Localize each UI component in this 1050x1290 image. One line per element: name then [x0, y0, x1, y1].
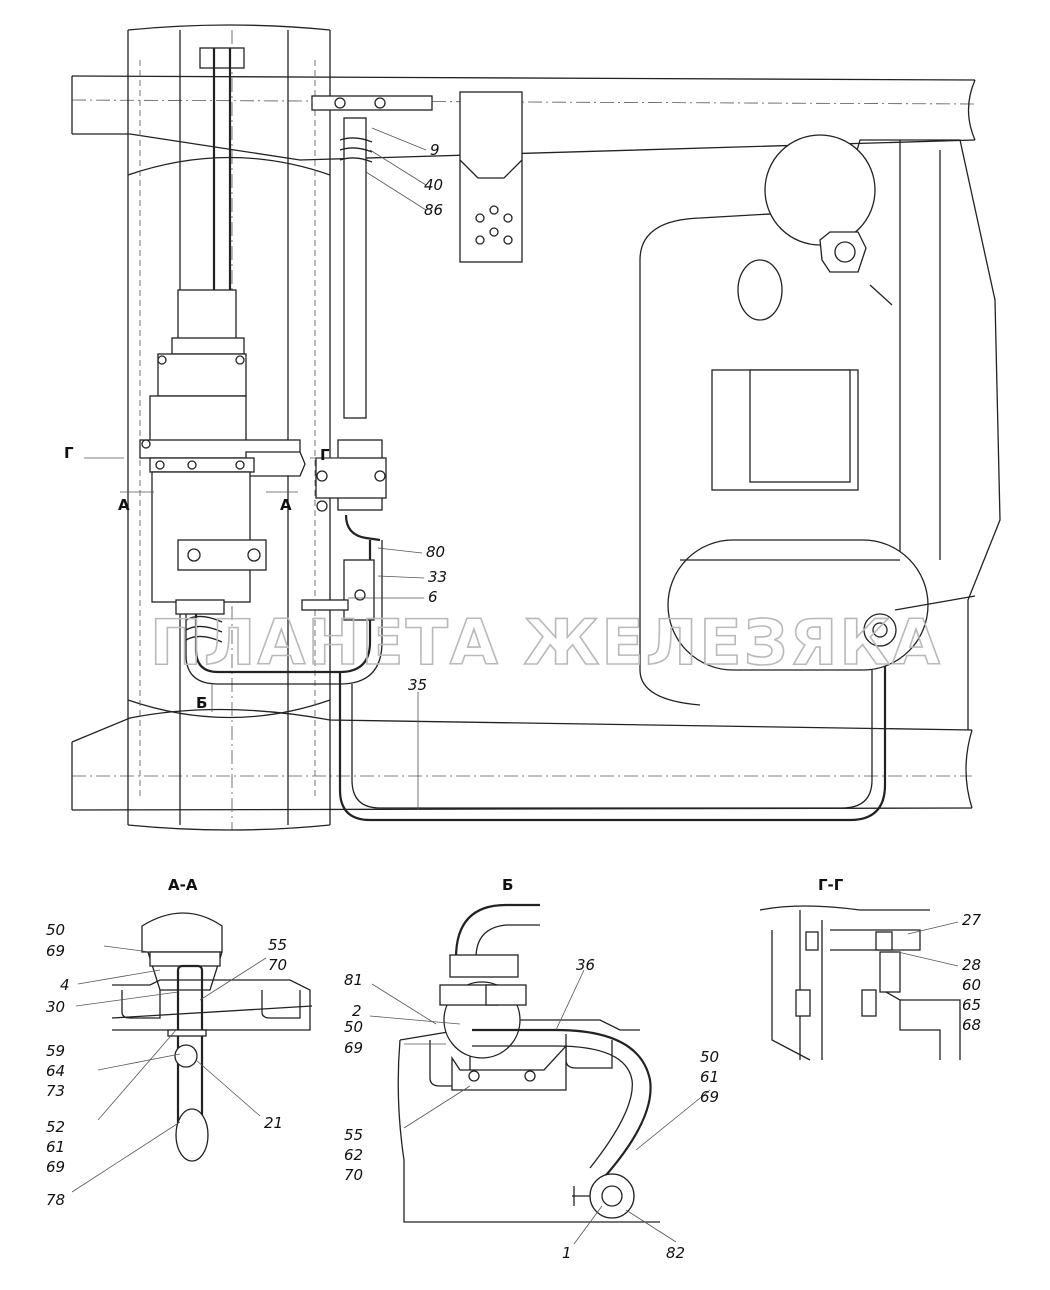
aa-callout-50: 50 [46, 921, 65, 939]
section-mark-a-left: А [118, 496, 130, 514]
view-gg-callouts: 27 28 60 65 68 [962, 911, 982, 1034]
view-aa-callouts: 50 69 4 30 55 70 59 64 73 52 61 69 78 21 [46, 921, 287, 1209]
gg-callout-68: 68 [962, 1016, 981, 1034]
b-callout-36: 36 [576, 956, 595, 974]
b-callout-69: 69 [344, 1039, 363, 1057]
section-mark-a-right: А [280, 496, 292, 514]
b-callout-82: 82 [666, 1244, 685, 1262]
view-gg: Г-Г 27 28 60 65 68 [759, 876, 982, 1061]
engine-outline [639, 134, 1001, 730]
callout-35: 35 [408, 676, 427, 694]
aa-callout-21: 21 [264, 1114, 283, 1132]
longitudinal-member [127, 24, 331, 831]
view-b-callouts: 81 36 50 69 2 55 62 70 50 61 69 1 82 [344, 956, 719, 1262]
b-callout-55: 55 [344, 1126, 363, 1144]
main-view: Г Г А А Б 9 40 86 80 33 6 35 [64, 24, 1001, 831]
watermark: ПЛАНЕТА ЖЕЛЕЗЯКА [150, 606, 942, 679]
view-b-leaders [369, 969, 711, 1245]
callout-40: 40 [424, 176, 443, 194]
frame-rail-bottom [71, 708, 973, 811]
view-gg-leaders [897, 921, 959, 967]
aa-callout-30: 30 [46, 998, 65, 1016]
pipes [185, 95, 895, 822]
section-mark-g-left: Г [64, 444, 74, 462]
bracket-plate [459, 91, 523, 263]
section-mark-b: Б [196, 694, 207, 712]
b-callout-1: 1 [562, 1244, 572, 1262]
aa-callout-61: 61 [46, 1138, 65, 1156]
pump-unit [139, 47, 306, 615]
gg-callout-65: 65 [962, 996, 981, 1014]
aa-callout-78: 78 [46, 1191, 65, 1209]
b-callout-70: 70 [344, 1166, 363, 1184]
aa-callout-55: 55 [268, 936, 287, 954]
aa-callout-73: 73 [46, 1082, 65, 1100]
aa-callout-64: 64 [46, 1062, 65, 1080]
b-callout-69b: 69 [700, 1088, 719, 1106]
aa-callout-4: 4 [60, 976, 70, 994]
aa-callout-70: 70 [268, 956, 287, 974]
view-aa-leaders [71, 945, 267, 1193]
b-callout-81: 81 [344, 971, 363, 989]
b-callout-62: 62 [344, 1146, 363, 1164]
b-callout-2: 2 [352, 1002, 362, 1020]
section-lines [84, 457, 340, 712]
view-aa: А-А 50 69 4 30 55 70 59 64 [46, 876, 313, 1209]
callout-86: 86 [424, 201, 443, 219]
aa-callout-69b: 69 [46, 1158, 65, 1176]
main-callouts: 9 40 86 80 33 6 35 [408, 141, 447, 694]
callout-33: 33 [428, 568, 447, 586]
gg-callout-60: 60 [962, 976, 981, 994]
main-leaders [348, 127, 427, 810]
aa-callout-69: 69 [46, 942, 65, 960]
valve-block [301, 439, 387, 621]
view-b-title: Б [502, 876, 513, 894]
view-aa-title: А-А [168, 876, 198, 894]
view-gg-title: Г-Г [818, 876, 844, 894]
callout-80: 80 [426, 543, 445, 561]
gg-callout-27: 27 [962, 911, 982, 929]
gg-callout-28: 28 [962, 956, 981, 974]
section-marks: Г Г А А Б [64, 444, 330, 712]
aa-callout-52: 52 [46, 1118, 65, 1136]
b-callout-50: 50 [344, 1018, 363, 1036]
b-callout-61: 61 [700, 1068, 719, 1086]
aa-callout-59: 59 [46, 1042, 65, 1060]
callout-6: 6 [428, 588, 438, 606]
b-callout-50b: 50 [700, 1048, 719, 1066]
section-mark-g-right: Г [320, 446, 330, 464]
view-b: Б 81 36 50 [344, 876, 719, 1262]
callout-9: 9 [430, 141, 440, 159]
